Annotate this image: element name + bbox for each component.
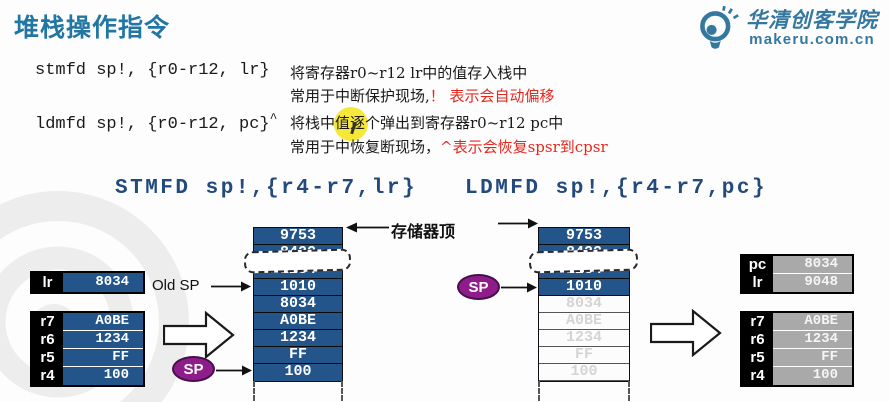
register-name: r6 xyxy=(750,331,765,348)
left-lr-register: lr 8034 xyxy=(30,271,145,294)
register-name: r5 xyxy=(750,349,765,366)
old-sp-arrow-icon xyxy=(211,281,251,292)
sp-arrow-icon xyxy=(216,365,252,376)
register-value: 9048 xyxy=(773,274,852,292)
register-name: lr xyxy=(42,274,53,291)
register-value: A0BE xyxy=(773,313,852,331)
stack-cell: A0BE xyxy=(254,313,342,330)
sp-arrow-icon xyxy=(501,282,537,293)
brand-name: 华清创客学院 xyxy=(746,9,878,33)
stack-cell-popped: FF xyxy=(539,347,629,364)
right-pc-lr-registers: pc lr 8034 9048 xyxy=(740,254,854,294)
stmfd-desc-line1: 将寄存器r0~r12 lr中的值存入栈中 xyxy=(290,64,528,82)
stmfd-desc-line2: 常用于中断保护现场,！ 表示会自动偏移 xyxy=(290,85,555,106)
right-stack-continuation xyxy=(538,381,630,401)
stack-cell: 9753 xyxy=(539,228,629,245)
register-name: pc xyxy=(748,256,767,273)
stmfd-desc-line2-black: 常用于中断保护现场, xyxy=(290,87,430,105)
ldmfd-desc-line2-black: 常用于中恢复断现场， xyxy=(290,138,441,156)
register-value: 1234 xyxy=(773,331,852,349)
register-name: r4 xyxy=(750,367,765,384)
register-name: r7 xyxy=(750,313,765,330)
register-value: FF xyxy=(63,349,143,367)
stack-cell: FF xyxy=(254,347,342,364)
register-name: lr xyxy=(752,274,763,291)
brand-domain: makeru.com.cn xyxy=(749,31,875,49)
arrow-to-left-stack-icon xyxy=(346,222,389,233)
right-registers: r7 r6 r5 r4 A0BE 1234 FF 100 xyxy=(740,311,854,387)
register-value: FF xyxy=(773,349,852,367)
register-value: 8034 xyxy=(773,256,852,274)
old-sp-label: Old SP xyxy=(152,277,200,294)
stack-cell: 100 xyxy=(254,364,342,381)
stmfd-desc-line2-red: ！ 表示会自动偏移 xyxy=(429,87,555,105)
block-arrow-right-icon xyxy=(163,310,235,360)
register-value: 1234 xyxy=(63,331,143,349)
arrow-to-right-stack-icon xyxy=(498,218,538,229)
right-stack-break xyxy=(528,248,639,274)
sp-pointer-left: SP xyxy=(172,356,215,382)
stack-cell-popped: A0BE xyxy=(539,313,629,330)
register-value: 8034 xyxy=(63,273,143,292)
stack-cell: 1010 xyxy=(254,279,342,296)
ldmfd-desc-line1: 将栈中值逐个弹出到寄存器r0~r12 pc中 xyxy=(290,114,564,132)
brand-logo: 华清创客学院 makeru.com.cn xyxy=(696,6,878,52)
stack-cell: 1010 xyxy=(539,279,629,296)
sp-pointer-right: SP xyxy=(457,274,500,300)
left-registers: r7 r6 r5 r4 A0BE 1234 FF 100 xyxy=(30,311,145,387)
lightbulb-eye-icon xyxy=(700,6,739,49)
block-arrow-right-icon xyxy=(650,309,722,357)
stack-cell-popped: 100 xyxy=(539,364,629,381)
register-value: 100 xyxy=(63,367,143,385)
ldmfd-diagram-header: LDMFD sp!,{r4-r7,pc} xyxy=(465,177,768,200)
stack-cell: 8034 xyxy=(254,296,342,313)
stack-cell-popped: 8034 xyxy=(539,296,629,313)
instruction-ldmfd: ldmfd sp!, {r0-r12, pc}^ xyxy=(35,111,277,134)
register-value: 100 xyxy=(773,367,852,385)
stack-cell: 1234 xyxy=(254,330,342,347)
ldmfd-desc-line2-red: ^表示会恢复spsr到cpsr xyxy=(440,138,608,156)
page-title: 堆栈操作指令 xyxy=(14,14,171,42)
left-stack-break xyxy=(243,248,352,274)
ldmfd-code: ldmfd sp!, {r0-r12, pc} xyxy=(35,115,270,134)
register-name: r4 xyxy=(40,367,55,384)
register-name: r6 xyxy=(40,331,55,348)
highlight-circle xyxy=(334,107,368,141)
ldmfd-desc-line2: 常用于中恢复断现场，^表示会恢复spsr到cpsr xyxy=(290,136,608,157)
register-name: r7 xyxy=(40,313,55,330)
stack-cell-popped: 1234 xyxy=(539,330,629,347)
register-value: A0BE xyxy=(63,313,143,331)
memory-top-label: 存储器顶 xyxy=(391,222,456,241)
left-stack-continuation xyxy=(253,381,343,401)
register-name: r5 xyxy=(40,349,55,366)
ldmfd-caret: ^ xyxy=(269,111,278,126)
stmfd-diagram-header: STMFD sp!,{r4-r7,lr} xyxy=(115,177,418,200)
stack-cell: 9753 xyxy=(254,228,342,245)
instruction-stmfd: stmfd sp!, {r0-r12, lr} xyxy=(35,61,270,80)
